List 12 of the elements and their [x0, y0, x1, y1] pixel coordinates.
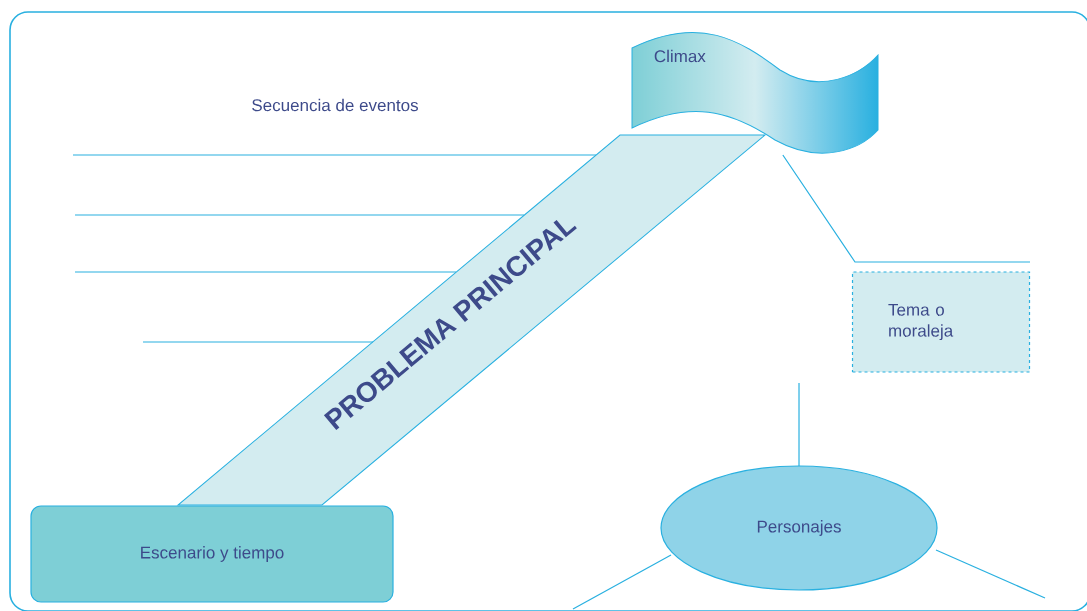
fill-in-line	[74, 214, 525, 216]
fill-in-line	[935, 549, 1046, 599]
fill-in-line	[572, 554, 672, 610]
fill-in-line	[72, 154, 597, 156]
heading-text: Secuencia de eventos	[252, 98, 418, 112]
dashed-box: Tema o moraleja	[851, 271, 1031, 373]
rounded-box: Escenario y tiempo	[30, 505, 394, 603]
fill-in-line	[74, 271, 457, 273]
fill-in-line	[142, 341, 374, 343]
fill-in-line	[798, 382, 800, 467]
fill-in-line	[782, 154, 1031, 263]
banner: Climax	[631, 31, 879, 154]
